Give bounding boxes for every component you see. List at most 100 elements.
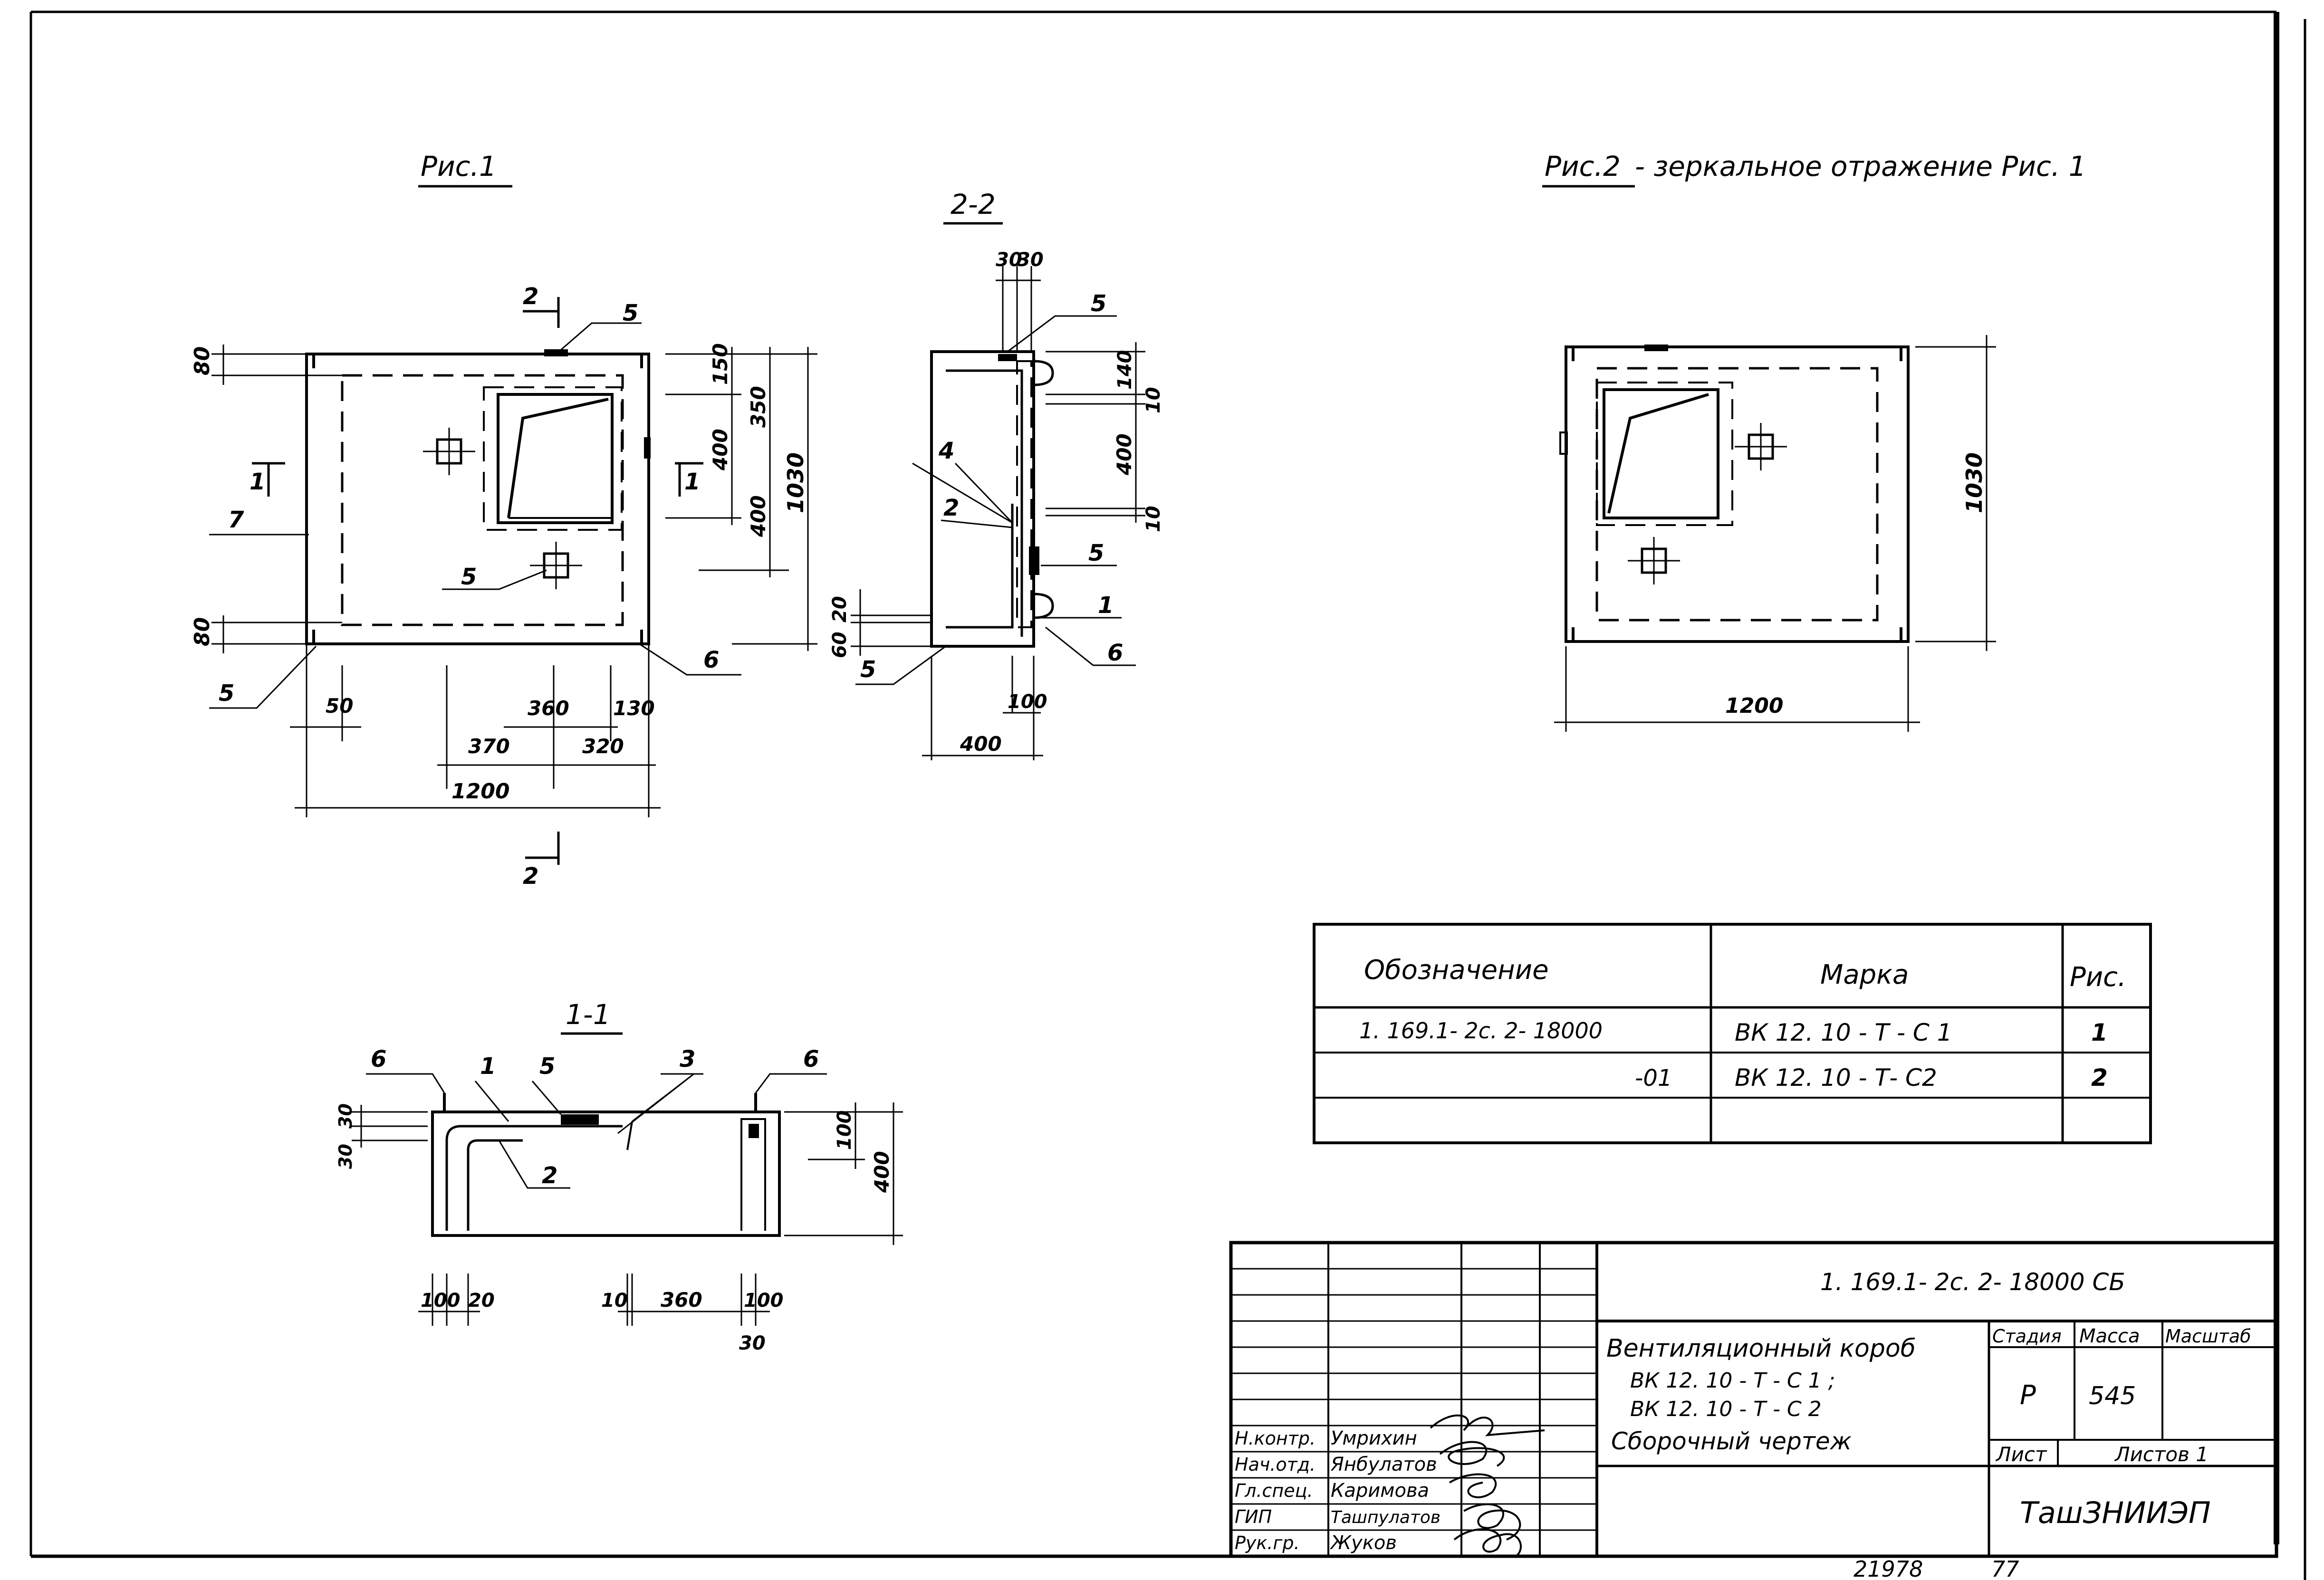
title-doc-code: 1. 169.1- 2с. 2- 18000 СБ (1820, 1268, 2125, 1296)
fig2-dim-1030: 1030 (1961, 452, 1987, 513)
fig1-title: Рис.1 (418, 150, 512, 188)
spec-header-mark: Марка (1820, 959, 1909, 990)
sign-name-3: Ташпулатов (1331, 1508, 1440, 1527)
side-dim-20: 20 (829, 596, 851, 622)
dim-350: 350 (747, 386, 770, 428)
section-2-2: 2-2 30 30 140 10 400 10 20 60 100 400 5 … (829, 188, 1164, 760)
side-dim-140: 140 (1114, 350, 1136, 390)
title-name-line3: ВК 12. 10 - Т - С 2 (1630, 1397, 1822, 1421)
spec-table: Обозначение Марка Рис. 1. 169.1- 2с. 2- … (1313, 923, 2152, 1144)
spec-row1-fig: 1 (2091, 1019, 2108, 1046)
dim-80-top: 80 (190, 346, 214, 375)
sign-name-0: Умрихин (1331, 1427, 1417, 1449)
sec11-dim-10: 10 (601, 1290, 628, 1312)
side-dim-30b: 30 (1017, 249, 1044, 271)
title-sheet-label: Лист (1995, 1443, 2047, 1466)
sec11-callout-3: 3 (680, 1046, 695, 1072)
side-callout-6: 6 (1107, 640, 1123, 666)
sec11-callout-1: 1 (480, 1053, 496, 1080)
dim-400-opening: 400 (709, 429, 732, 471)
footer-num2: 77 (1991, 1556, 2019, 1580)
spec-row2-designation: -01 (1635, 1065, 1672, 1092)
fig2-title-link: Рис.2 (1545, 150, 1621, 182)
side-dim-10b: 10 (1143, 506, 1164, 532)
title-mass-label: Масса (2079, 1325, 2140, 1347)
title-name-line1: Вентиляционный короб (1606, 1334, 1916, 1363)
sign-name-4: Жуков (1329, 1532, 1397, 1554)
fig2-title-rest: - зеркальное отражение Рис. 1 (1635, 150, 2086, 182)
side-dim-100: 100 (1008, 691, 1047, 713)
side-dim-400: 400 (1113, 433, 1136, 476)
sign-role-2: Гл.спец. (1235, 1480, 1313, 1501)
footer-num1: 21978 (1853, 1556, 1923, 1580)
side-callout-5-top: 5 (1091, 290, 1106, 317)
fig1-title-text: Рис.1 (421, 150, 497, 182)
title-name-line2: ВК 12. 10 - Т - С 1 ; (1630, 1369, 1835, 1393)
sec11-dim-100b: 100 (421, 1290, 461, 1312)
dim-80-bottom: 80 (190, 617, 214, 646)
title-scale-label: Масштаб (2165, 1326, 2251, 1347)
sign-role-4: Рук.гр. (1235, 1532, 1300, 1553)
plan-callout-7: 7 (228, 507, 244, 533)
side-dim-60: 60 (829, 632, 851, 658)
dim-360: 360 (528, 697, 569, 720)
dim-130: 130 (613, 697, 655, 720)
plan-callout-5-bottom: 5 (219, 680, 234, 707)
spec-header-fig: Рис. (2070, 962, 2126, 993)
dim-1030-plan: 1030 (783, 452, 808, 513)
fig2-view: Рис.2 - зеркальное отражение Рис. 1 1030… (1542, 150, 2086, 732)
sec11-callout-2: 2 (542, 1162, 557, 1189)
footer: 21978 77 (1853, 1556, 2019, 1580)
section-1-1-title: 1-1 (566, 998, 611, 1031)
title-stage-value: Р (2020, 1380, 2036, 1411)
spec-row1-mark: ВК 12. 10 - Т - С 1 (1735, 1019, 1952, 1046)
sec11-dim-30b: 30 (335, 1144, 356, 1169)
sign-name-2: Каримова (1331, 1480, 1429, 1502)
dim-50: 50 (326, 694, 353, 718)
side-callout-5-bottom: 5 (860, 656, 876, 683)
title-stage-label: Стадия (1992, 1326, 2062, 1347)
dim-400-lower: 400 (747, 495, 770, 537)
side-callout-1: 1 (1098, 592, 1114, 619)
cut-mark-2-bottom: 2 (523, 863, 538, 890)
dim-370: 370 (468, 735, 510, 758)
sec11-dim-30c: 30 (739, 1332, 766, 1354)
spec-row1-designation: 1. 169.1- 2с. 2- 18000 (1359, 1018, 1603, 1044)
side-callout-5-mid: 5 (1088, 540, 1104, 566)
title-mass-value: 545 (2089, 1382, 2136, 1410)
plan-callout-5-mid: 5 (461, 564, 477, 590)
sheet-frame (29, 10, 2306, 1580)
spec-header-designation: Обозначение (1364, 955, 1549, 986)
sec11-callout-5: 5 (539, 1053, 555, 1080)
section-2-2-title: 2-2 (951, 188, 996, 220)
plan-callout-5-top: 5 (623, 300, 638, 326)
sec11-dim-360: 360 (661, 1288, 702, 1312)
fig2-dim-1200: 1200 (1725, 694, 1783, 718)
sec11-dim-400: 400 (870, 1151, 893, 1193)
sec11-callout-6-right: 6 (803, 1046, 819, 1072)
dim-320: 320 (582, 735, 624, 758)
side-dim-30a: 30 (996, 249, 1022, 271)
side-callout-2: 2 (943, 495, 959, 521)
sec11-callout-6-left: 6 (371, 1046, 386, 1072)
sec11-dim-100c: 100 (744, 1290, 784, 1312)
side-callout-4: 4 (938, 438, 954, 464)
title-sheets-label: Листов 1 (2114, 1443, 2209, 1466)
cut-mark-1-right: 1 (684, 469, 700, 495)
sign-role-0: Н.контр. (1235, 1428, 1316, 1449)
side-dim-400-width: 400 (960, 732, 1002, 756)
dim-150: 150 (709, 343, 732, 385)
sign-role-3: ГИП (1235, 1506, 1272, 1527)
plan-callout-6: 6 (703, 647, 719, 673)
sign-name-1: Янбулатов (1330, 1454, 1437, 1475)
title-block: 1. 169.1- 2с. 2- 18000 СБ Вентиляционный… (1229, 1241, 2278, 1558)
sec11-dim-100: 100 (834, 1111, 855, 1150)
cut-mark-2-top: 2 (523, 283, 538, 310)
title-org: ТашЗНИИЭП (2020, 1495, 2211, 1530)
section-1-1: 1-1 6 1 5 3 6 2 30 30 100 400 100 20 (335, 998, 903, 1354)
title-name-line4: Сборочный чертеж (1611, 1427, 1852, 1455)
cut-mark-1-left: 1 (250, 469, 265, 495)
sign-role-1: Нач.отд. (1235, 1454, 1316, 1475)
sec11-dim-30a: 30 (335, 1103, 356, 1129)
